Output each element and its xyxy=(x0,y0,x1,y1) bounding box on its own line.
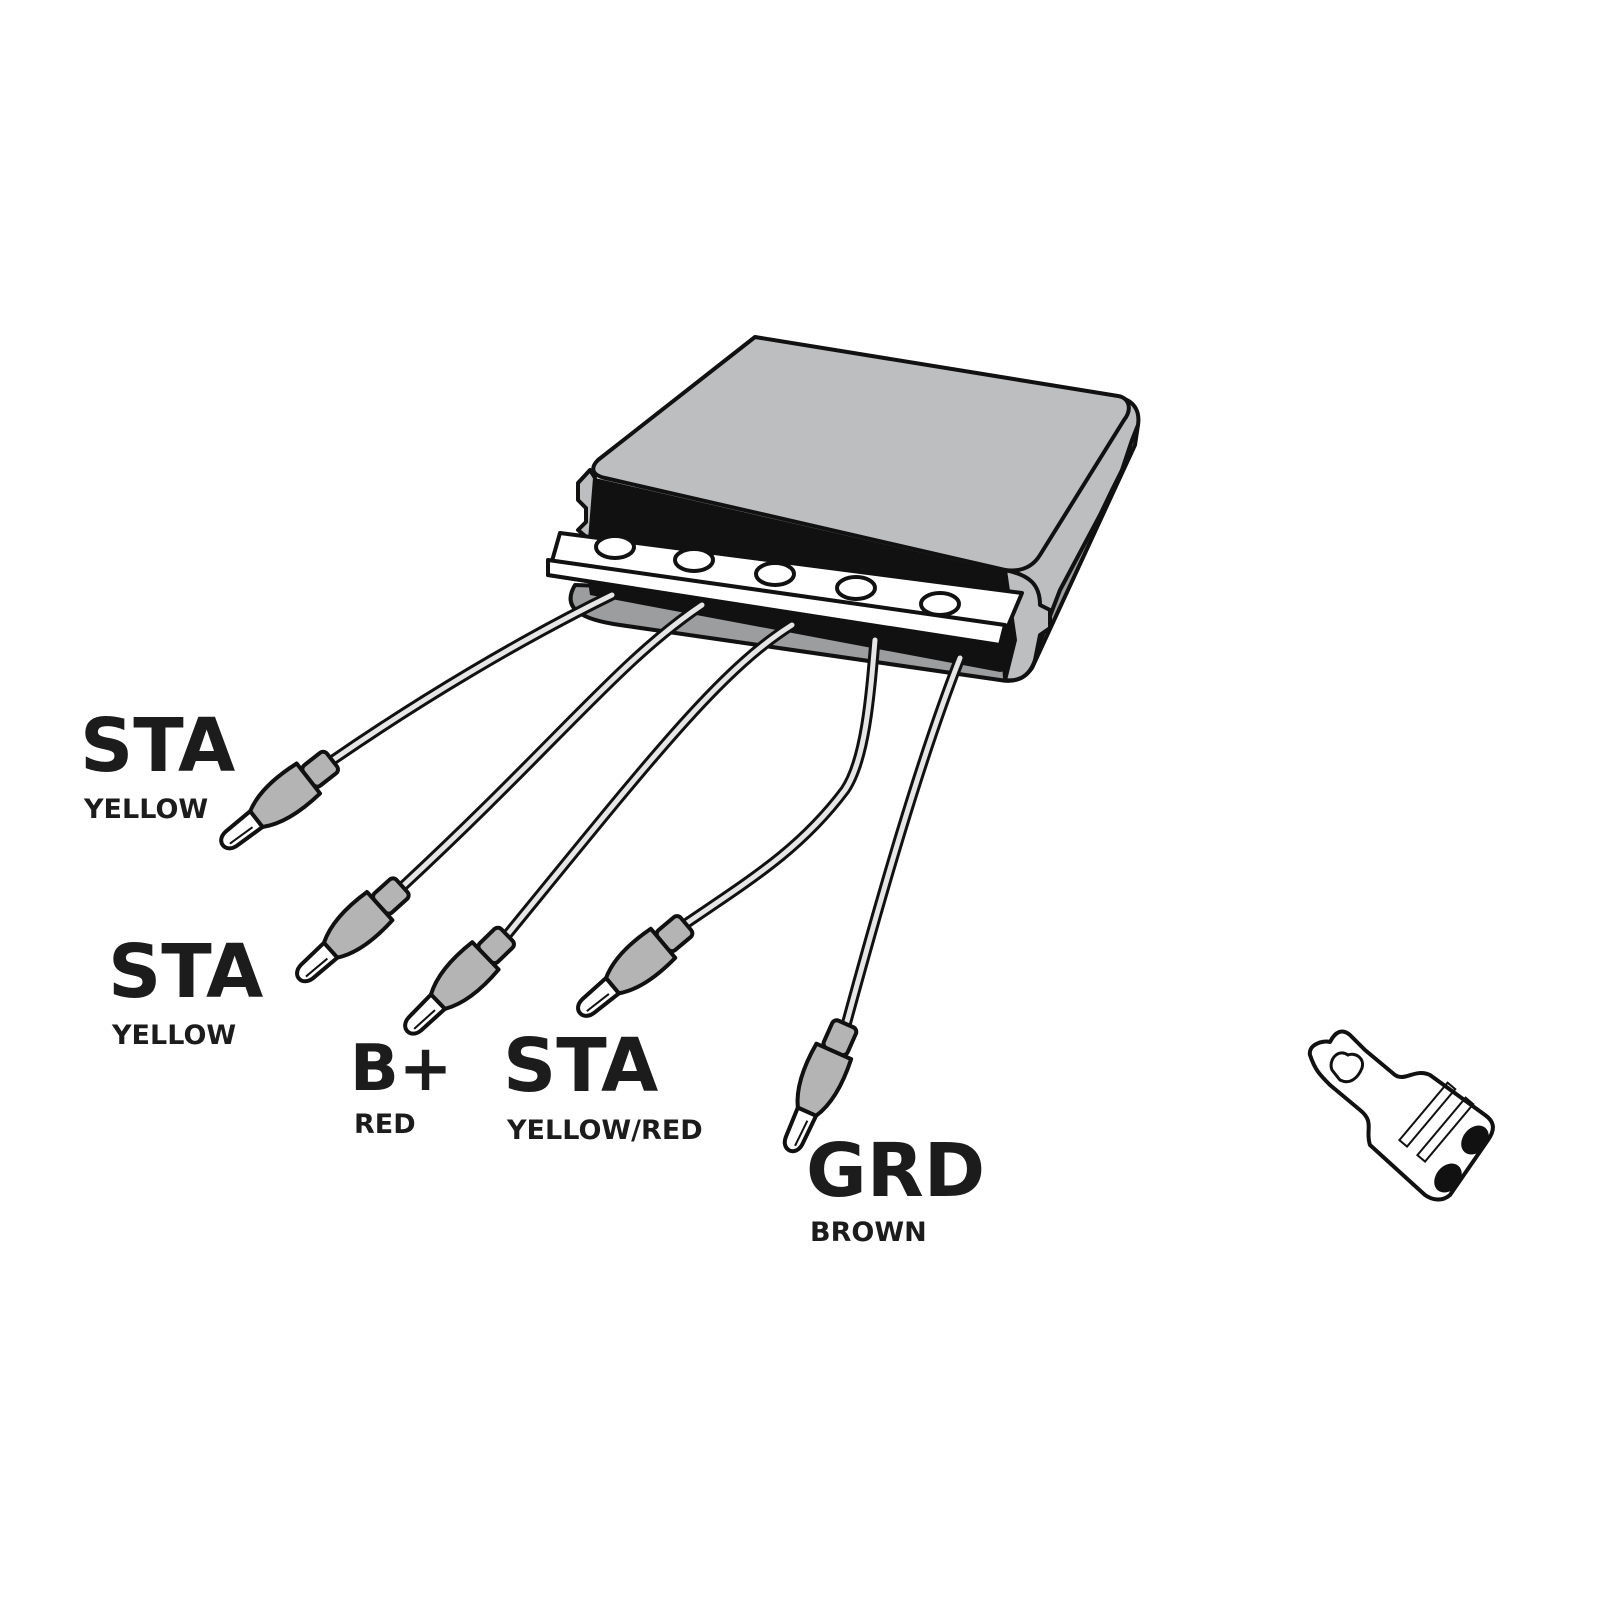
housing-top xyxy=(591,335,1131,573)
wire-sta-yellow-1 xyxy=(324,589,618,768)
label-wire-color: YELLOW/RED xyxy=(506,1115,703,1146)
label-terminal: STA xyxy=(80,703,235,789)
terminal-holes xyxy=(594,534,961,617)
label-wire-color: RED xyxy=(354,1109,416,1140)
bullet-connector xyxy=(283,869,418,996)
housing-left-lip xyxy=(576,468,597,542)
wire-grd-brown xyxy=(840,652,966,1031)
label-wire-color: YELLOW xyxy=(83,794,208,825)
label-terminal: B+ xyxy=(350,1032,452,1106)
label-wire-color: YELLOW xyxy=(111,1020,236,1051)
terminal-hole xyxy=(673,547,715,573)
terminal-hole xyxy=(919,591,961,617)
label-terminal: GRD xyxy=(806,1128,985,1214)
terminal-hole xyxy=(754,561,796,587)
wire-b-plus-red xyxy=(501,619,798,941)
spare-spade-connector xyxy=(1307,1029,1495,1202)
bullet-connector xyxy=(565,906,701,1031)
regulator-housing xyxy=(546,335,1141,683)
wires xyxy=(324,589,966,1031)
bullet-connector xyxy=(391,918,523,1048)
label-wire-color: BROWN xyxy=(810,1217,927,1248)
label-terminal: STA xyxy=(503,1023,658,1109)
terminal-hole xyxy=(594,534,636,560)
wire-sta-yellow-2 xyxy=(396,599,708,893)
wire-sta-yellow-red xyxy=(678,634,881,931)
terminal-strip-front xyxy=(546,558,1007,647)
terminal-hole xyxy=(835,575,877,601)
labels: STA YELLOW STA YELLOW B+ RED STA YELLOW/… xyxy=(80,703,985,1248)
label-terminal: STA xyxy=(108,929,263,1015)
